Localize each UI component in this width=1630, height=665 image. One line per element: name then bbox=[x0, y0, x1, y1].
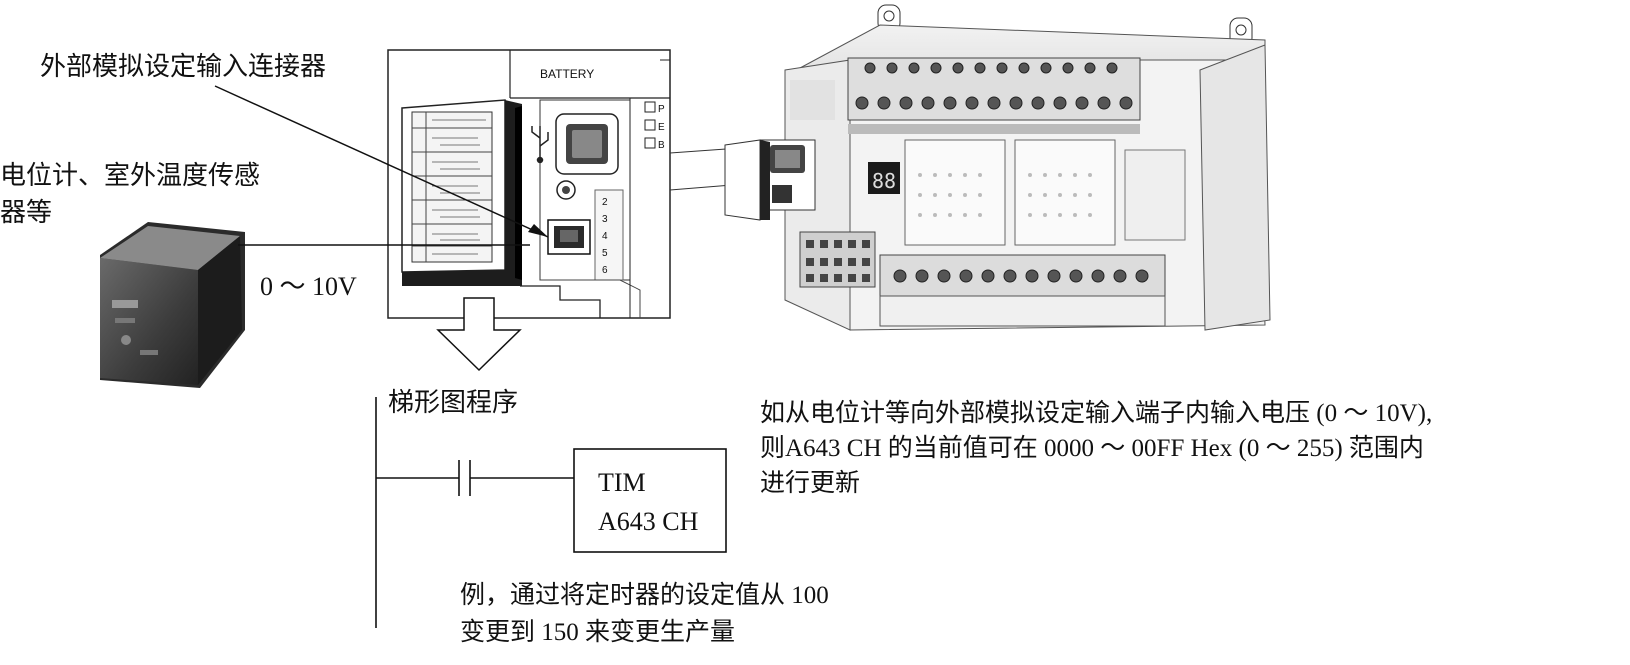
description-line1: 如从电位计等向外部模拟设定输入端子内输入电压 (0 ～ 10V), bbox=[760, 400, 1433, 427]
timer-instruction-box bbox=[573, 448, 727, 553]
arrow-down-icon bbox=[436, 297, 522, 372]
battery-label: BATTERY bbox=[540, 67, 594, 81]
connector-label: 外部模拟设定输入连接器 bbox=[40, 52, 327, 82]
plc-bottom-terminals bbox=[893, 269, 1149, 283]
led-letter-b: B bbox=[658, 140, 665, 151]
connector-leader-line bbox=[214, 85, 549, 238]
sensor-label-line2: 器等 bbox=[0, 198, 53, 228]
timer-instruction-label: TIM bbox=[598, 468, 646, 497]
timer-operand-label: A643 CH bbox=[598, 507, 699, 536]
led-letter-p: P bbox=[658, 104, 665, 115]
plc-unit: 88 bbox=[724, 4, 1271, 331]
panel-number-3: 3 bbox=[602, 214, 608, 225]
usb-icon bbox=[531, 126, 549, 164]
plc-top-terminals bbox=[855, 62, 1133, 110]
ladder-title: 梯形图程序 bbox=[388, 388, 519, 418]
led-letter-e: E bbox=[658, 122, 665, 133]
example-line2: 变更到 150 来变更生产量 bbox=[460, 619, 736, 646]
zoom-panel bbox=[387, 49, 671, 319]
description-line2: 则A643 CH 的当前值可在 0000 ～ 00FF Hex (0 ～ 255… bbox=[760, 435, 1424, 462]
panel-number-6: 6 bbox=[602, 265, 608, 276]
connector-leader-arrowhead bbox=[528, 224, 548, 237]
sensor-label-line1: 电位计、室外温度传感 bbox=[0, 161, 261, 191]
description-line3: 进行更新 bbox=[760, 470, 861, 497]
example-line1: 例，通过将定时器的设定值从 100 bbox=[460, 582, 829, 609]
ladder-diagram bbox=[375, 397, 727, 628]
panel-number-5: 5 bbox=[602, 248, 608, 259]
panel-number-4: 4 bbox=[602, 231, 608, 242]
svg-text:88: 88 bbox=[872, 169, 896, 193]
sensor-device bbox=[100, 222, 245, 388]
voltage-label: 0 ～ 10V bbox=[260, 272, 357, 301]
panel-number-2: 2 bbox=[602, 197, 608, 208]
